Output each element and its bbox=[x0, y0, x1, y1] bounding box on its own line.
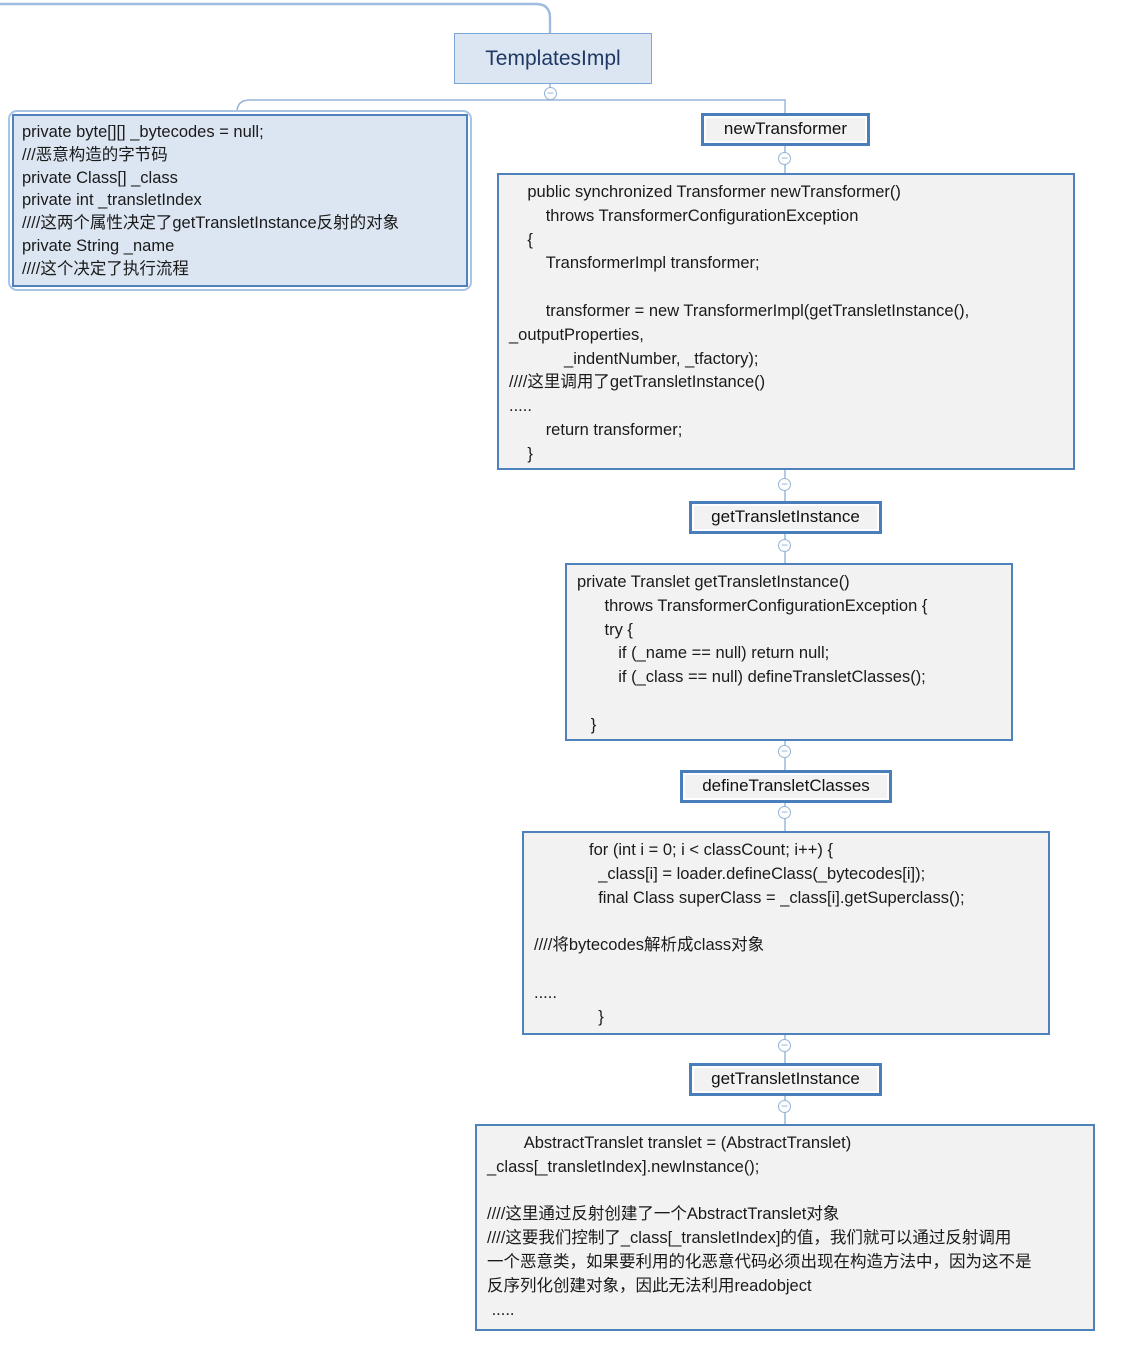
collapse-icon[interactable]: − bbox=[778, 539, 791, 552]
collapse-icon[interactable]: − bbox=[778, 745, 791, 758]
collapse-icon[interactable]: − bbox=[778, 806, 791, 819]
collapse-icon[interactable]: − bbox=[778, 1039, 791, 1052]
collapse-icon[interactable]: − bbox=[544, 87, 557, 100]
code-text-newtransformer: public synchronized Transformer newTrans… bbox=[509, 183, 970, 463]
code-text-gettransletinstance-2: AbstractTranslet translet = (AbstractTra… bbox=[487, 1134, 1032, 1319]
code-box-gettransletinstance[interactable]: private Translet getTransletInstance() t… bbox=[565, 563, 1013, 741]
code-box-gettransletinstance-2[interactable]: AbstractTranslet translet = (AbstractTra… bbox=[475, 1124, 1095, 1331]
collapse-icon[interactable]: − bbox=[778, 478, 791, 491]
node-gettransletinstance[interactable]: getTransletInstance bbox=[689, 501, 882, 534]
node-newtransformer[interactable]: newTransformer bbox=[701, 113, 870, 146]
node-gettransletinstance-2[interactable]: getTransletInstance bbox=[689, 1063, 882, 1096]
parent-connector-line bbox=[0, 2, 552, 33]
code-text-gettransletinstance: private Translet getTransletInstance() t… bbox=[577, 573, 928, 734]
fields-note-text: private byte[][] _bytecodes = null; ///恶… bbox=[12, 114, 468, 287]
code-box-definetransletclasses[interactable]: for (int i = 0; i < classCount; i++) { _… bbox=[522, 831, 1050, 1035]
code-box-newtransformer[interactable]: public synchronized Transformer newTrans… bbox=[497, 173, 1075, 470]
collapse-icon[interactable]: − bbox=[778, 152, 791, 165]
node-definetransletclasses[interactable]: defineTransletClasses bbox=[680, 770, 892, 803]
code-text-definetransletclasses: for (int i = 0; i < classCount; i++) { _… bbox=[534, 841, 965, 1026]
fields-note-box[interactable]: private byte[][] _bytecodes = null; ///恶… bbox=[8, 110, 472, 291]
collapse-icon[interactable]: − bbox=[778, 1100, 791, 1113]
node-templatesimpl[interactable]: TemplatesImpl bbox=[454, 33, 652, 84]
